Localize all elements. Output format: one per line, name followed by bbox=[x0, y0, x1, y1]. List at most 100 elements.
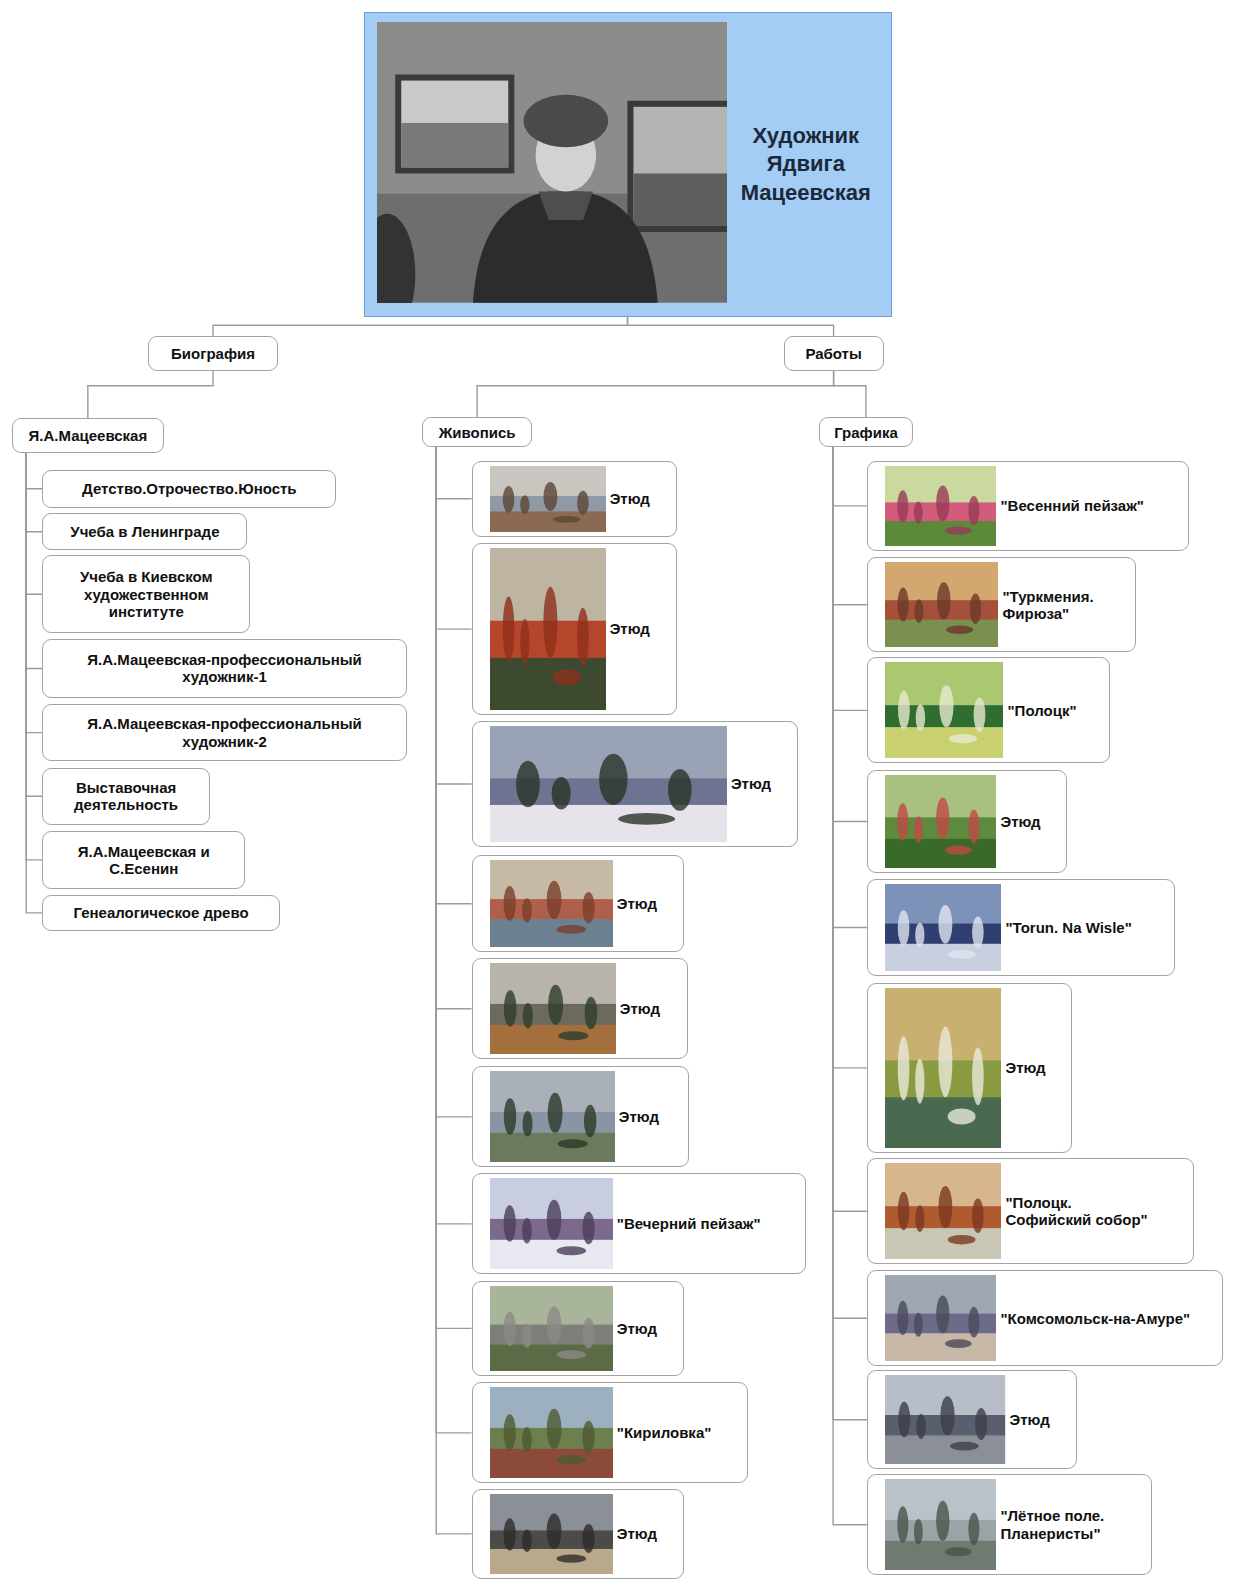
paint-stroke bbox=[972, 1199, 984, 1234]
paint-band bbox=[885, 1229, 1001, 1260]
tree-connector bbox=[436, 447, 471, 1008]
paint-stroke bbox=[969, 1513, 980, 1546]
tree-connector bbox=[88, 371, 213, 419]
tree-connector bbox=[833, 447, 867, 604]
paint-stroke bbox=[546, 1513, 561, 1549]
paint-band bbox=[885, 620, 998, 647]
artwork-title: Этюд bbox=[731, 775, 771, 792]
node-label: Детство.Отрочество.Юность bbox=[82, 480, 296, 497]
tree-connector bbox=[26, 453, 42, 912]
artwork-title: Этюд bbox=[617, 1320, 657, 1337]
tree-connector bbox=[833, 447, 867, 1524]
paint-stroke bbox=[543, 587, 557, 658]
tree-connector bbox=[26, 453, 42, 531]
paint-stroke bbox=[915, 600, 924, 624]
paint-stroke bbox=[582, 892, 594, 923]
paint-stroke bbox=[547, 1093, 562, 1133]
artwork-thumbnail bbox=[490, 1494, 613, 1575]
paint-stroke bbox=[939, 1026, 953, 1097]
tree-connector bbox=[833, 447, 867, 821]
chapter-box: Я.А.Мацеевская-профессиональный художник… bbox=[42, 639, 406, 698]
paint-stroke bbox=[940, 685, 954, 727]
paint-stroke bbox=[914, 501, 923, 524]
wall-painting bbox=[401, 123, 508, 167]
paint-stroke bbox=[916, 1205, 925, 1232]
paint-stroke bbox=[582, 1212, 594, 1245]
paint-stroke bbox=[898, 1301, 909, 1335]
paint-stroke bbox=[503, 1311, 515, 1345]
paint-stroke bbox=[522, 1003, 532, 1028]
artwork-box: "Полоцк" bbox=[867, 657, 1109, 763]
wall-painting bbox=[627, 101, 727, 232]
artwork-title: Этюд bbox=[1005, 1059, 1045, 1076]
artwork-thumbnail bbox=[490, 1286, 613, 1372]
artwork-thumbnail bbox=[885, 884, 1001, 972]
tree-connector bbox=[833, 447, 867, 927]
paint-band bbox=[885, 1436, 1005, 1464]
paint-stroke bbox=[948, 949, 976, 958]
paint-stroke bbox=[916, 705, 925, 732]
wall-painting bbox=[633, 174, 727, 227]
paint-stroke bbox=[898, 1036, 910, 1100]
paint-stroke bbox=[916, 922, 925, 947]
node-label: Я.А.Мацеевская и С.Есенин bbox=[55, 843, 232, 878]
paint-stroke bbox=[898, 1192, 910, 1230]
tree-connector bbox=[436, 447, 471, 784]
paint-band bbox=[490, 1025, 616, 1054]
category-box: Живопись bbox=[422, 417, 532, 447]
paint-stroke bbox=[599, 754, 627, 805]
tree-connector bbox=[436, 447, 471, 903]
title-text: Художник Ядвига Мацеевская bbox=[725, 122, 887, 208]
artwork-thumbnail bbox=[885, 1163, 1001, 1259]
paint-stroke bbox=[898, 910, 910, 945]
photo-figure bbox=[473, 192, 658, 303]
tree-connector bbox=[833, 447, 867, 1318]
artwork-title: "Комсомольск-на-Амуре" bbox=[1000, 1310, 1190, 1327]
artwork-box: Этюд bbox=[472, 543, 677, 715]
paint-band bbox=[490, 919, 613, 947]
tree-connector bbox=[833, 447, 867, 506]
paint-stroke bbox=[970, 594, 981, 625]
artwork-box: Этюд bbox=[472, 1281, 684, 1377]
paint-stroke bbox=[503, 991, 516, 1027]
paint-band bbox=[490, 805, 727, 842]
artwork-box: "Комсомольск-на-Амуре" bbox=[867, 1270, 1223, 1366]
artwork-title: "Полоцк. Софийский собор" bbox=[1005, 1194, 1151, 1229]
artwork-title: "Лётное поле. Планеристы" bbox=[1000, 1507, 1131, 1542]
paint-stroke bbox=[972, 916, 984, 948]
wall-painting bbox=[395, 75, 514, 174]
tree-connector bbox=[213, 317, 628, 336]
paint-stroke bbox=[916, 1058, 925, 1103]
paint-stroke bbox=[583, 1105, 596, 1138]
paint-stroke bbox=[502, 597, 514, 662]
paint-stroke bbox=[948, 1235, 976, 1245]
paint-stroke bbox=[898, 691, 910, 729]
artwork-box: Этюд bbox=[472, 958, 688, 1059]
paint-band bbox=[885, 943, 1001, 971]
paint-band bbox=[490, 1548, 613, 1574]
artwork-title: "Torun. Na Wisle" bbox=[1005, 919, 1131, 936]
paint-stroke bbox=[946, 626, 973, 634]
paint-stroke bbox=[936, 1501, 949, 1541]
paint-stroke bbox=[976, 1408, 988, 1440]
artwork-box: Этюд bbox=[867, 770, 1067, 874]
paint-stroke bbox=[522, 1427, 532, 1452]
artwork-box: Этюд bbox=[472, 1489, 684, 1580]
artwork-box: "Весенний пейзаж" bbox=[867, 461, 1189, 552]
tree-connector bbox=[436, 447, 471, 1328]
artwork-thumbnail bbox=[490, 1071, 615, 1162]
topic-box: Я.А.Мацеевская bbox=[12, 418, 164, 453]
artwork-thumbnail bbox=[885, 1479, 996, 1570]
chapter-box: Учеба в Киевском художественном институт… bbox=[42, 555, 250, 633]
paint-band bbox=[885, 520, 996, 546]
paint-stroke bbox=[945, 1340, 972, 1349]
portrait-photo bbox=[377, 22, 727, 303]
artwork-thumbnail bbox=[490, 963, 616, 1054]
paint-stroke bbox=[937, 583, 951, 620]
artwork-thumbnail bbox=[885, 1275, 996, 1361]
artwork-title: "Кириловка" bbox=[617, 1424, 712, 1441]
paint-stroke bbox=[936, 1296, 949, 1334]
tree-connector bbox=[436, 447, 471, 498]
paint-stroke bbox=[898, 490, 909, 522]
paint-stroke bbox=[556, 925, 586, 934]
